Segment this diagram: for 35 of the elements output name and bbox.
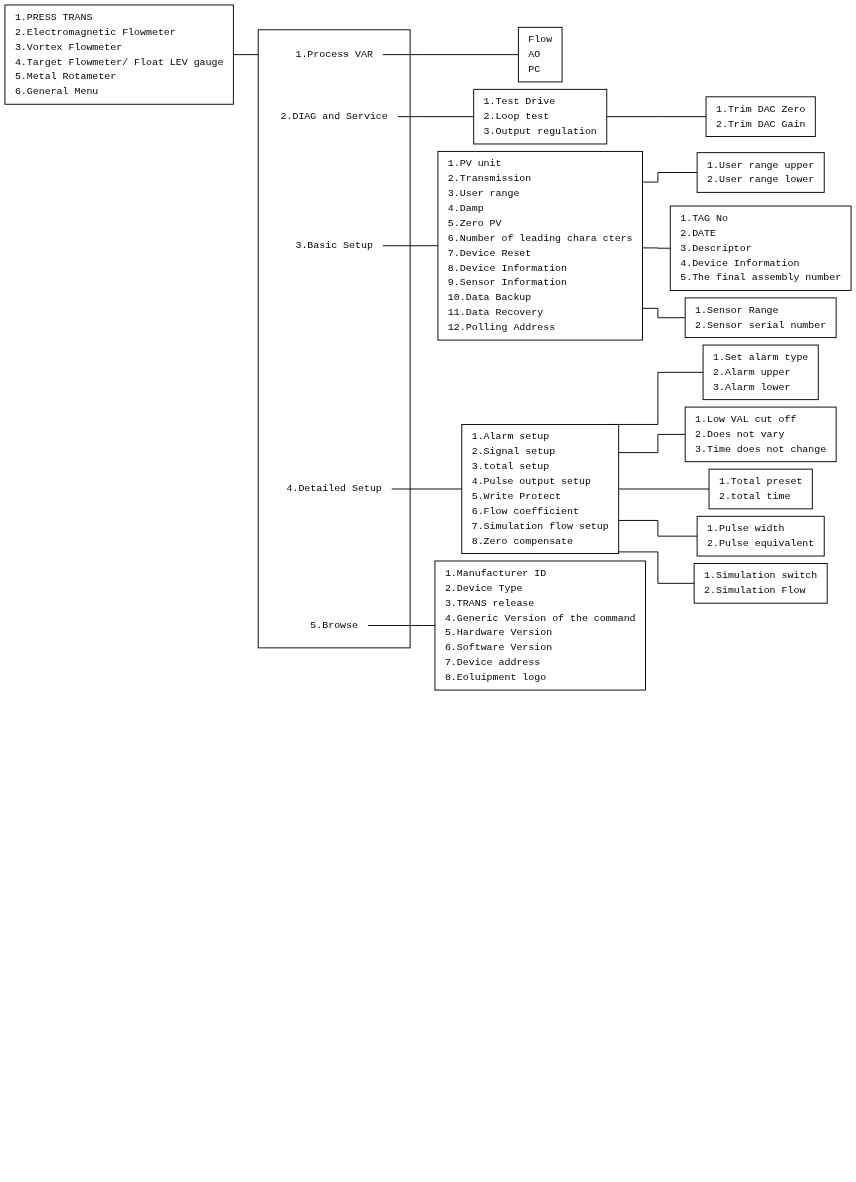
node-box: 1.Alarm setup 2.Signal setup 3.total setup 4.Pulse output setup 5.Write Protect 6.Flow coefficient 7.Simulation flow setup 8.Zero compensate [461, 424, 620, 554]
connector [382, 54, 519, 56]
connector [618, 551, 695, 584]
node-text: 1.Process VAR [295, 49, 373, 61]
connector [618, 488, 710, 490]
node-box: 1.Pulse width 2.Pulse equivalent [696, 515, 825, 557]
node-box: 1.TAG No 2.DATE 3.Descriptor 4.Device Information 5.The final assembly number [669, 205, 852, 291]
node-box: 1.User range upper 2.User range lower [696, 152, 825, 193]
node-box: 1.Sensor Range 2.Sensor serial number [684, 297, 837, 339]
node-box: 1.Simulation switch 2.Simulation Flow [693, 563, 828, 604]
node-box: 1.PRESS TRANS 2.Electromagnetic Flowmeter 3.Vortex Flowmeter 4.Target Flowmeter/ Float LEV gauge 5.Metal Rotameter 6.General Menu [4, 4, 234, 105]
node-box: 1.Low VAL cut off 2.Does not vary 3.Time does not change [684, 406, 837, 463]
connector [606, 116, 707, 118]
node-box: 1.Manufacturer ID 2.Device Type 3.TRANS release 4.Generic Version of the command 5.Hardware Version 6.Software Version 7.Device address 8.Eoluipment logo [434, 560, 646, 691]
node-box: 1.Test Drive 2.Loop test 3.Output regulation [473, 88, 608, 145]
connector [382, 245, 439, 247]
connector [397, 116, 475, 118]
cluster [257, 29, 411, 649]
node-box: 1.Set alarm type 2.Alarm upper 3.Alarm lower [702, 344, 819, 401]
node-box: Flow AO PC [517, 26, 563, 83]
node-box: 1.Trim DAC Zero 2.Trim DAC Gain [705, 96, 816, 137]
connector [618, 520, 698, 537]
node-box: 1.PV unit 2.Transmission 3.User range 4.Damp 5.Zero PV 6.Number of leading chara cters 7.Device Reset 8.Device Information 9.Sensor Information 10.Data Backup 11.Data Recovery 12.Polling Address [437, 150, 643, 341]
connector [642, 172, 698, 183]
node-text: 3.Basic Setup [295, 240, 373, 252]
node-box: 1.Total preset 2.total time [708, 468, 813, 510]
connector [642, 307, 686, 319]
connector [391, 488, 463, 490]
connector [642, 247, 671, 249]
node-text: 5.Browse [310, 619, 358, 632]
connector [232, 54, 259, 56]
connector [367, 625, 436, 626]
connector [618, 433, 686, 454]
node-text: 4.Detailed Setup [286, 483, 382, 495]
node-text: 2.DIAG and Service [280, 111, 388, 123]
